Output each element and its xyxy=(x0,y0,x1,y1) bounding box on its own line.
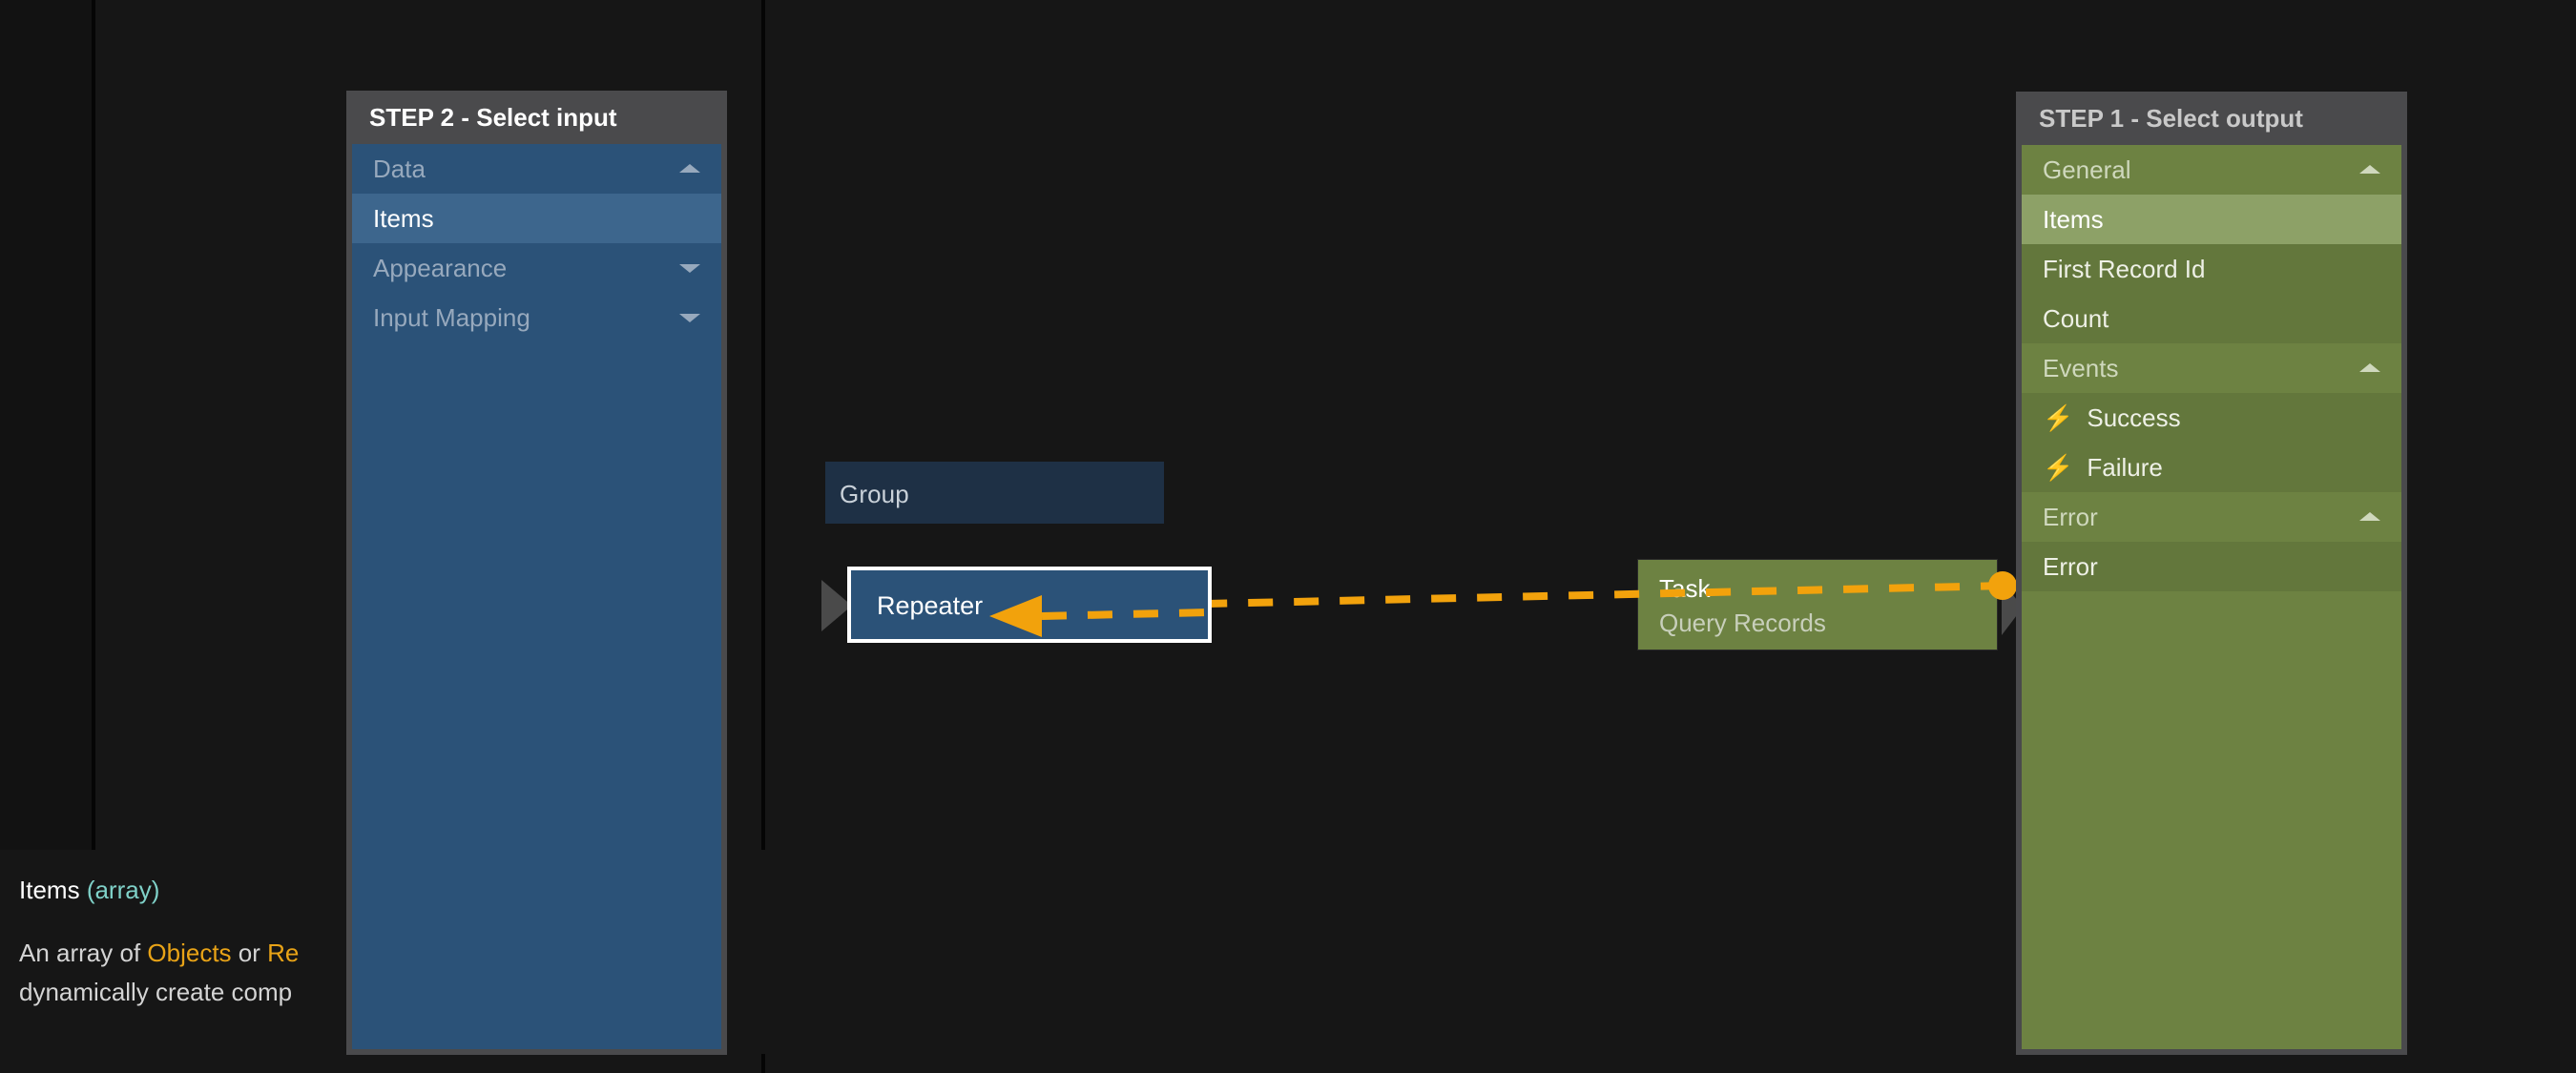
output-item-first-record-id[interactable]: First Record Id xyxy=(2022,244,2401,294)
canvas-divider-right-lower xyxy=(761,1054,765,1073)
node-repeater[interactable]: Repeater xyxy=(847,567,1212,643)
tooltip-type: (array) xyxy=(86,876,160,904)
tooltip-title-name: Items xyxy=(19,876,80,904)
select-output-panel-header: STEP 1 - Select output xyxy=(2016,92,2407,145)
output-item-error[interactable]: Error xyxy=(2022,542,2401,591)
input-section-data-label: Data xyxy=(373,154,426,183)
canvas-divider-left xyxy=(92,0,95,850)
select-output-panel: STEP 1 - Select output General Items Fir… xyxy=(2016,92,2407,1055)
node-repeater-label: Repeater xyxy=(877,591,984,620)
chevron-up-icon[interactable] xyxy=(679,164,700,173)
output-item-failure-label: Failure xyxy=(2087,452,2163,482)
repeater-input-marker-icon xyxy=(821,580,852,631)
input-section-input-mapping[interactable]: Input Mapping xyxy=(352,293,721,342)
input-item-items-label: Items xyxy=(373,203,434,233)
select-input-panel-body[interactable]: Data Items Appearance Input Mapping xyxy=(352,144,721,1049)
tooltip-keyword-objects: Objects xyxy=(147,939,232,967)
tooltip-desc-prefix: An array of xyxy=(19,939,148,967)
select-input-panel-header: STEP 2 - Select input xyxy=(346,91,727,144)
chevron-down-icon[interactable] xyxy=(679,264,700,273)
bolt-icon: ⚡ xyxy=(2043,453,2074,482)
tooltip-title: Items (array) xyxy=(19,876,687,905)
canvas-divider-right xyxy=(761,0,765,850)
select-input-panel: STEP 2 - Select input Data Items Appeara… xyxy=(346,91,727,1055)
tooltip-desc-middle: or xyxy=(231,939,268,967)
output-item-items-label: Items xyxy=(2043,204,2104,234)
connector-arrow-into-repeater xyxy=(989,595,1208,637)
output-item-failure[interactable]: ⚡ Failure xyxy=(2022,443,2401,492)
output-section-events[interactable]: Events xyxy=(2022,343,2401,393)
output-item-count-label: Count xyxy=(2043,303,2109,333)
select-output-panel-title: STEP 1 - Select output xyxy=(2039,103,2303,133)
chevron-up-icon[interactable] xyxy=(2359,512,2380,521)
select-input-panel-title: STEP 2 - Select input xyxy=(369,102,617,132)
tooltip-description: An array of Objects or Re dynamically cr… xyxy=(19,934,687,1012)
chevron-down-icon[interactable] xyxy=(679,314,700,322)
input-section-appearance-label: Appearance xyxy=(373,253,508,282)
output-section-events-label: Events xyxy=(2043,353,2119,382)
input-item-items[interactable]: Items xyxy=(352,194,721,243)
output-item-success[interactable]: ⚡ Success xyxy=(2022,393,2401,443)
output-section-error[interactable]: Error xyxy=(2022,492,2401,542)
output-section-error-label: Error xyxy=(2043,502,2098,531)
output-section-general-label: General xyxy=(2043,155,2131,184)
output-item-count[interactable]: Count xyxy=(2022,294,2401,343)
chevron-up-icon[interactable] xyxy=(2359,363,2380,372)
input-section-input-mapping-label: Input Mapping xyxy=(373,302,530,332)
output-item-first-record-id-label: First Record Id xyxy=(2043,254,2206,283)
node-group-label: Group xyxy=(840,480,909,508)
output-item-error-label: Error xyxy=(2043,551,2098,581)
select-output-panel-body[interactable]: General Items First Record Id Count Even… xyxy=(2022,145,2401,1049)
chevron-up-icon[interactable] xyxy=(2359,165,2380,174)
tooltip-desc-line2: dynamically create comp xyxy=(19,978,293,1006)
node-group[interactable]: Group xyxy=(825,462,1164,524)
output-item-success-label: Success xyxy=(2087,402,2181,432)
output-section-general[interactable]: General xyxy=(2022,145,2401,195)
canvas-left-band xyxy=(0,0,93,850)
input-panel-filler xyxy=(352,342,721,1049)
output-panel-filler xyxy=(2022,591,2401,1049)
input-section-data[interactable]: Data xyxy=(352,144,721,194)
output-item-items[interactable]: Items xyxy=(2022,195,2401,244)
property-tooltip: Items (array) An array of Objects or Re … xyxy=(19,876,687,1012)
bolt-icon: ⚡ xyxy=(2043,403,2074,432)
tooltip-keyword-records: Re xyxy=(267,939,300,967)
input-section-appearance[interactable]: Appearance xyxy=(352,243,721,293)
node-task-type-label: Task xyxy=(1659,574,1711,603)
node-task-subtitle: Query Records xyxy=(1659,609,1826,637)
node-task[interactable]: Task Query Records xyxy=(1637,559,1998,650)
